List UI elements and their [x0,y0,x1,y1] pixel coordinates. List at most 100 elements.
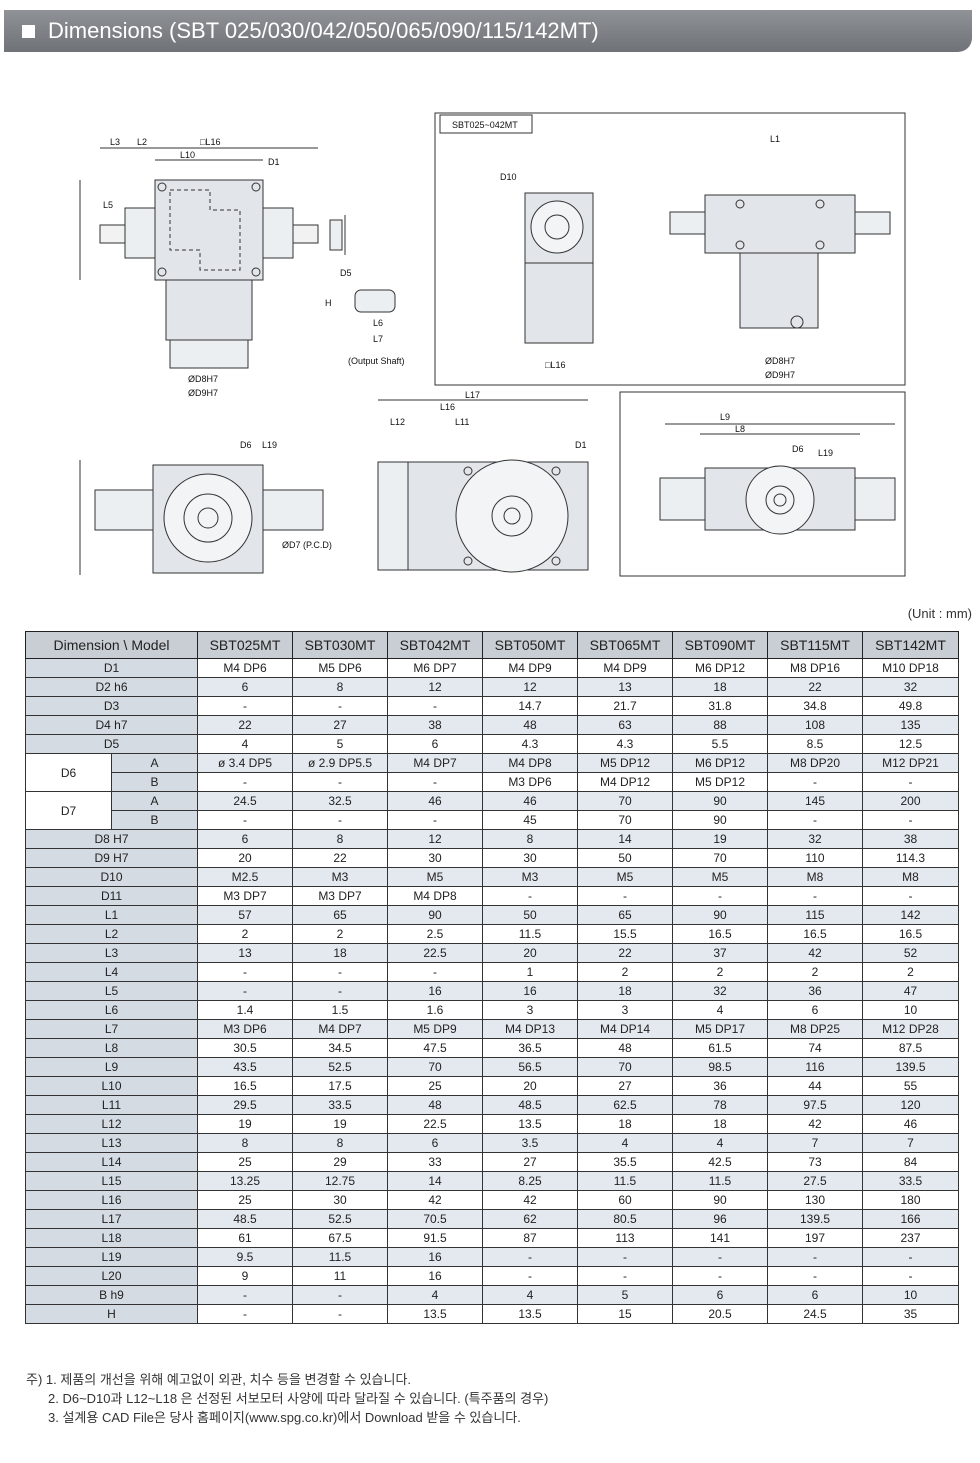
table-cell: 96 [672,1209,768,1229]
table-cell: 90 [672,905,768,925]
table-cell: 4.3 [482,734,578,754]
table-cell: 135 [862,715,959,735]
table-cell: 50 [482,905,578,925]
table-cell: 38 [862,829,959,849]
table-cell: 139.5 [767,1209,863,1229]
table-cell: M5 [672,867,768,887]
row-label: L13 [25,1133,198,1153]
table-cell: ø 3.4 DP5 [197,753,293,773]
table-cell: 44 [767,1076,863,1096]
row-sub-label: B [111,772,198,792]
table-cell: 14 [577,829,673,849]
table-cell: 16 [387,1266,483,1286]
table-cell: - [672,1266,768,1286]
table-cell: - [767,1247,863,1267]
row-sub-label: B [111,810,198,830]
table-cell: - [292,1304,388,1324]
table-cell: 33.5 [862,1171,959,1191]
table-cell: 5 [577,1285,673,1305]
table-cell: 70 [387,1057,483,1077]
table-cell: - [482,886,578,906]
drawing-label: L17 [465,390,480,400]
table-cell: 36.5 [482,1038,578,1058]
table-cell: 5 [292,734,388,754]
table-cell: - [292,981,388,1001]
row-label: L15 [25,1171,198,1191]
table-cell: - [387,696,483,716]
table-cell: M8 [862,867,959,887]
inset-title: SBT025~042MT [452,120,518,130]
table-cell: 12 [387,829,483,849]
table-cell: 3.5 [482,1133,578,1153]
table-cell: 142 [862,905,959,925]
row-label: L10 [25,1076,198,1096]
table-cell: 115 [767,905,863,925]
table-cell: 20 [482,1076,578,1096]
table-cell: 130 [767,1190,863,1210]
table-cell: 98.5 [672,1057,768,1077]
table-cell: 36 [672,1076,768,1096]
table-cell: M5 DP12 [577,753,673,773]
table-cell: - [387,772,483,792]
table-cell: M3 DP6 [197,1019,293,1039]
table-cell: 10 [862,1000,959,1020]
table-cell: 61 [197,1228,293,1248]
row-label: L2 [25,924,198,944]
table-cell: M3 DP7 [197,886,293,906]
drawing-label: D6 [240,440,252,450]
table-cell: 43.5 [197,1057,293,1077]
table-cell: 34.8 [767,696,863,716]
drawing-label: ØD8H7 [765,356,795,366]
column-header: Dimension \ Model [25,631,198,659]
table-cell: 22.5 [387,1114,483,1134]
table-cell: 4.3 [577,734,673,754]
table-cell: M10 DP18 [862,658,959,678]
table-cell: 48.5 [197,1209,293,1229]
table-cell: M12 DP21 [862,753,959,773]
table-cell: 6 [767,1000,863,1020]
table-cell: 90 [672,791,768,811]
dimension-table: Dimension \ Model SBT025MT SBT030MT SBT0… [25,631,959,1324]
table-cell: 8 [292,677,388,697]
table-cell: 108 [767,715,863,735]
table-cell: 180 [862,1190,959,1210]
table-cell: 18 [672,1114,768,1134]
drawing-label: □L16 [545,360,565,370]
table-cell: 49.8 [862,696,959,716]
table-cell: 3 [577,1000,673,1020]
table-cell: 33.5 [292,1095,388,1115]
table-cell: 16 [387,1247,483,1267]
table-cell: 65 [577,905,673,925]
row-label: H [25,1304,198,1324]
table-cell: M5 DP17 [672,1019,768,1039]
table-cell: - [482,1247,578,1267]
table-cell: 116 [767,1057,863,1077]
table-cell: 70 [577,791,673,811]
table-cell: 46 [387,791,483,811]
table-cell: M5 DP12 [672,772,768,792]
table-cell: 46 [482,791,578,811]
table-cell: 22 [577,943,673,963]
table-cell: 24.5 [767,1304,863,1324]
table-cell: 90 [672,1190,768,1210]
row-label: L11 [25,1095,198,1115]
table-cell: 145 [767,791,863,811]
table-cell: 7 [862,1133,959,1153]
table-cell: 22 [767,677,863,697]
table-cell: - [197,696,293,716]
table-cell: 42 [767,1114,863,1134]
table-cell: 13.5 [482,1114,578,1134]
table-cell: 78 [672,1095,768,1115]
table-cell: 16 [387,981,483,1001]
table-cell: 87.5 [862,1038,959,1058]
table-cell: 13 [197,943,293,963]
